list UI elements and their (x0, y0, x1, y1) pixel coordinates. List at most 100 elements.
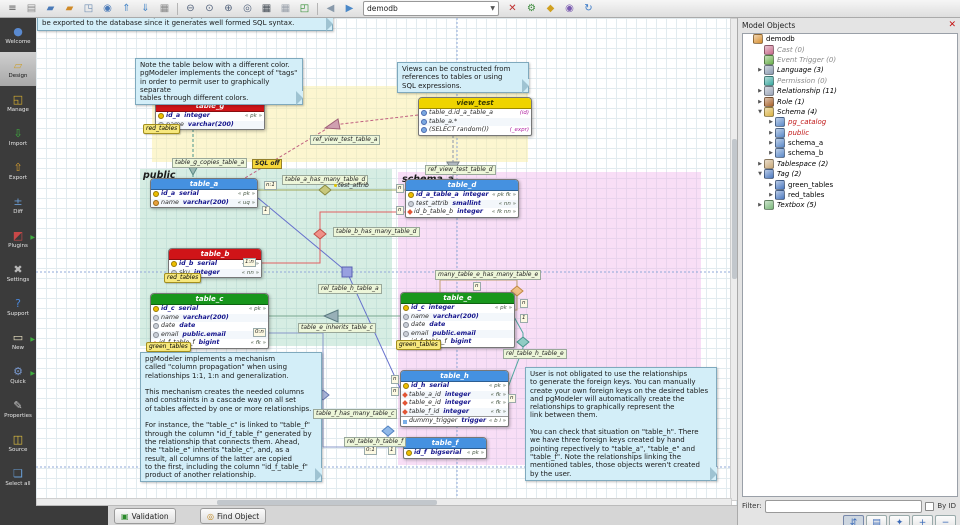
tree-item-schema-4-[interactable]: ▼Schema (4) (743, 106, 957, 117)
sidebar-item-new[interactable]: ▭New▶ (0, 324, 36, 358)
canvas-vscrollbar[interactable] (730, 18, 737, 501)
open-model-button[interactable]: ▰ (46, 2, 55, 14)
plugins-button[interactable]: ◆ (546, 2, 555, 14)
sidebar-item-export[interactable]: ⇧Export (0, 154, 36, 188)
collapse-all-button[interactable]: − (935, 515, 956, 525)
textbox-fk-note[interactable]: User is not obligated to use the relatio… (525, 367, 717, 481)
tree-expand-icon[interactable]: ▼ (758, 171, 762, 178)
tag-label[interactable]: green_tables (396, 340, 441, 350)
export-model-button[interactable]: ⇓ (141, 2, 150, 14)
tree-item-cast-0-[interactable]: Cast (0) (743, 44, 957, 55)
tag-label[interactable]: red_tables (164, 273, 202, 283)
tag-label[interactable]: red_tables (143, 124, 181, 134)
textbox-tags-note[interactable]: Note the table below with a different co… (135, 58, 303, 106)
relationship-many_table_e_has_many_table_e[interactable] (439, 279, 518, 311)
textbox-propagation-note[interactable]: pgModeler implements a mechanism called … (140, 352, 322, 483)
relationship-table_b_has_many_table_d[interactable] (260, 211, 405, 264)
filter-options-button[interactable]: ✦ (889, 515, 910, 525)
tree-item-public[interactable]: ▶public (743, 127, 957, 138)
next-model-button[interactable]: ▶ (345, 2, 354, 14)
fix-model-button[interactable]: ⚙ (527, 2, 536, 14)
sidebar-item-properties[interactable]: ✎Properties (0, 392, 36, 426)
tree-expand-icon[interactable]: ▶ (769, 192, 773, 199)
textbox-views-note[interactable]: Views can be constructed from references… (397, 62, 529, 93)
main-menu-button[interactable]: ≡ (8, 2, 17, 14)
sidebar-item-design[interactable]: ▱Design (0, 52, 36, 86)
new-model-button[interactable]: ▤ (26, 2, 37, 14)
sidebar-item-welcome[interactable]: ●Welcome (0, 18, 36, 52)
previous-model-button[interactable]: ◀ (326, 2, 335, 14)
magnifier-options-button[interactable]: ◎ (243, 2, 252, 14)
recent-models-button[interactable]: ▰ (65, 2, 74, 14)
tree-expand-icon[interactable]: ▼ (758, 108, 762, 115)
validation-button[interactable]: ▣ Validation (114, 508, 176, 524)
tree-item-schema-b[interactable]: ▶schema_b (743, 148, 957, 159)
tree-item-role-1-[interactable]: ▶Role (1) (743, 96, 957, 107)
tree-item-green-tables[interactable]: ▶green_tables (743, 179, 957, 190)
sidebar-item-settings[interactable]: ✖Settings (0, 256, 36, 290)
model-canvas[interactable]: schema_bpublicschema_atable_gid_ainteger… (36, 18, 737, 505)
canvas-vscroll-thumb[interactable] (732, 139, 737, 279)
close-icon[interactable]: ✕ (948, 20, 956, 30)
tree-expand-icon[interactable]: ▶ (758, 160, 762, 167)
by-id-checkbox[interactable] (925, 501, 935, 511)
zoom-in-button[interactable]: ⊕ (224, 2, 233, 14)
import-model-button[interactable]: ⇑ (122, 2, 131, 14)
tree-item-tag-2-[interactable]: ▼Tag (2) (743, 169, 957, 180)
tree-item-demodb[interactable]: demodb (743, 34, 957, 45)
tree-expand-icon[interactable]: ▶ (769, 181, 773, 188)
list-mode-button[interactable]: ▤ (866, 515, 887, 525)
sidebar-item-diff[interactable]: ±Diff (0, 188, 36, 222)
align-to-grid-button[interactable]: ▦ (280, 2, 291, 14)
close-model-button[interactable]: ✕ (508, 2, 517, 14)
save-model-button[interactable]: ◳ (83, 2, 94, 14)
show-grid-button[interactable]: ▦ (261, 2, 272, 14)
print-model-button[interactable]: ▦ (159, 2, 170, 14)
tree-item-pg-catalog[interactable]: ▶pg_catalog (743, 117, 957, 128)
tree-item-red-tables[interactable]: ▶red_tables (743, 190, 957, 201)
tree-item-language-3-[interactable]: ▶Language (3) (743, 65, 957, 76)
tree-expand-icon[interactable]: ▶ (758, 88, 762, 95)
sidebar-item-quick[interactable]: ⚙Quick▶ (0, 358, 36, 392)
filter-input[interactable] (764, 499, 923, 513)
sidebar-item-select-all[interactable]: ❏Select all (0, 460, 36, 494)
canvas-hscrollbar[interactable] (36, 498, 732, 505)
tree-expand-icon[interactable]: ▶ (758, 98, 762, 105)
zoom-original-button[interactable]: ⊙ (205, 2, 214, 14)
sidebar-item-plugins[interactable]: ◩Plugins▶ (0, 222, 36, 256)
tree-item-schema-a[interactable]: ▶schema_a (743, 138, 957, 149)
find-object-button[interactable]: ◎ Find Object (200, 508, 267, 524)
tag-label[interactable]: green_tables (146, 342, 191, 352)
expand-canvas-button[interactable]: ◰ (299, 2, 310, 14)
check-update-button[interactable]: ↻ (584, 2, 593, 14)
tree-expand-icon[interactable]: ▶ (769, 140, 773, 147)
sidebar-item-import[interactable]: ⇩Import (0, 120, 36, 154)
expand-all-button[interactable]: + (912, 515, 933, 525)
sidebar-item-support[interactable]: ?Support (0, 290, 36, 324)
tree-item-textbox-5-[interactable]: ▶Textbox (5) (743, 200, 957, 211)
sidebar-item-manage[interactable]: ◱Manage (0, 86, 36, 120)
sidebar-item-source[interactable]: ◫Source (0, 426, 36, 460)
tree-expand-icon[interactable]: ▶ (769, 150, 773, 157)
tree-expand-icon[interactable]: ▶ (758, 67, 762, 74)
tree-expand-icon[interactable]: ▶ (769, 119, 773, 126)
zoom-out-button[interactable]: ⊖ (186, 2, 195, 14)
tree-expand-icon[interactable]: ▶ (769, 129, 773, 136)
tree-expand-icon[interactable]: ▶ (758, 202, 762, 209)
donate-button[interactable]: ◉ (565, 2, 574, 14)
tree-item-tablespace-2-[interactable]: ▶Tablespace (2) (743, 158, 957, 169)
tree-item-relationship-11-[interactable]: ▶Relationship (11) (743, 86, 957, 97)
sort-items-button[interactable]: ⇵ (843, 515, 864, 525)
tree-item-permission-0-[interactable]: Permission (0) (743, 75, 957, 86)
save-as-model-button[interactable]: ◉ (103, 2, 112, 14)
tree-item-event-trigger-0-[interactable]: Event Trigger (0) (743, 54, 957, 65)
textbox-intro-note[interactable]: database models. It does not represent a… (37, 18, 333, 31)
model-selector[interactable]: demodb▼ (363, 1, 499, 16)
